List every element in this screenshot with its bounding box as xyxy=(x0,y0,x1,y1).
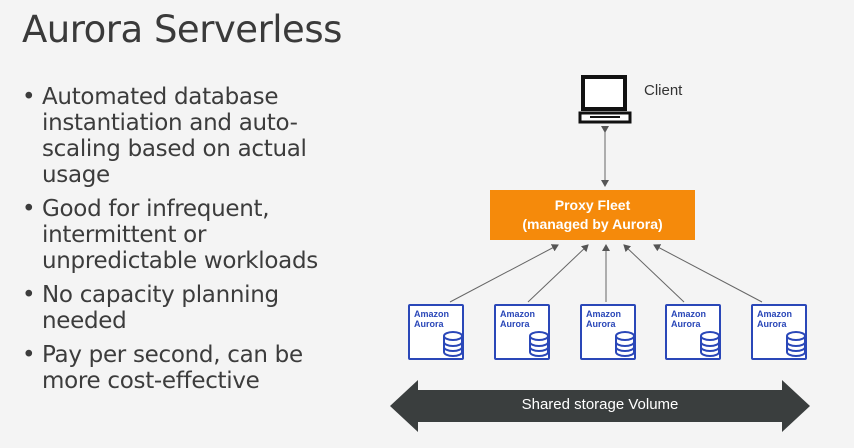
computer-icon xyxy=(578,75,632,124)
aurora-db-label: Amazon Aurora xyxy=(757,309,792,329)
bullet-list: Automated database instantiation and aut… xyxy=(22,84,362,402)
shared-storage-label: Shared storage Volume xyxy=(521,396,679,413)
aurora-db-instance: Amazon Aurora xyxy=(580,304,636,360)
db-label-line: Amazon xyxy=(757,309,793,319)
shared-storage-arrow xyxy=(390,380,810,432)
aurora-db-label: Amazon Aurora xyxy=(500,309,535,329)
db-label-line: Aurora xyxy=(757,319,787,329)
aurora-db-instance: Amazon Aurora xyxy=(408,304,464,360)
slide-title: Aurora Serverless xyxy=(22,8,342,51)
bullet-item: Pay per second, can be more cost-effecti… xyxy=(22,342,362,394)
proxy-fleet-subtitle: (managed by Aurora) xyxy=(522,216,663,232)
db-proxy-arrows xyxy=(449,244,763,303)
db-label-line: Amazon xyxy=(671,309,707,319)
aurora-db-instance: Amazon Aurora xyxy=(665,304,721,360)
client-label: Client xyxy=(644,82,683,99)
aurora-db-label: Amazon Aurora xyxy=(414,309,449,329)
db-label-line: Aurora xyxy=(671,319,701,329)
db-label-line: Amazon xyxy=(414,309,450,319)
db-label-line: Aurora xyxy=(586,319,616,329)
db-label-line: Amazon xyxy=(500,309,536,319)
db-label-line: Aurora xyxy=(500,319,530,329)
aurora-db-label: Amazon Aurora xyxy=(671,309,706,329)
db-label-line: Amazon xyxy=(586,309,622,319)
bullet-item: Automated database instantiation and aut… xyxy=(22,84,362,188)
aurora-db-label: Amazon Aurora xyxy=(586,309,621,329)
db-label-line: Aurora xyxy=(414,319,444,329)
proxy-fleet-box: Proxy Fleet (managed by Aurora) xyxy=(490,190,695,240)
bullet-item: No capacity planning needed xyxy=(22,282,362,334)
proxy-fleet-title: Proxy Fleet xyxy=(554,197,631,213)
aurora-db-instance: Amazon Aurora xyxy=(751,304,807,360)
bullet-item: Good for infrequent, intermittent or unp… xyxy=(22,196,362,274)
aurora-db-instance: Amazon Aurora xyxy=(494,304,550,360)
